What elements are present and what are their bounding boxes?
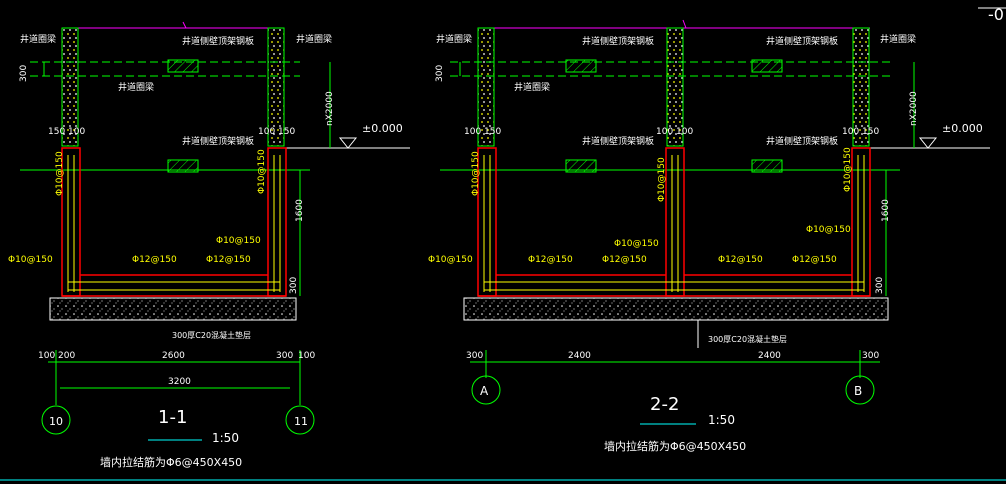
section-note-2-2: 墙内拉结筋为Φ6@450X450 [604, 439, 746, 453]
dim-300-bottom-2: 300 [875, 277, 885, 294]
axis-bubble-11 [285, 405, 315, 435]
bottom-dim-2-4: 300 [862, 351, 879, 361]
rebar-floor-2c: Φ12@150 [718, 255, 763, 265]
dim-300-bottom: 300 [289, 277, 299, 294]
section-1-1: 井道圈梁 井道圈梁 井道侧壁顶架钢板 井道圈梁 井道侧壁顶架钢板 300 nX2… [8, 21, 410, 469]
upper-wall-right-2 [852, 27, 870, 147]
rebar-right-low-2: Φ10@150 [806, 225, 851, 235]
concrete-cushion [49, 297, 297, 321]
section-scale-2-2: 1:50 [708, 413, 735, 427]
label-mid-2: 井道圈梁 [514, 81, 550, 93]
bottom-dim-1: 100 [38, 351, 55, 361]
label-top-left-2: 井道圈梁 [436, 33, 472, 45]
elevation-label-2: ±0.000 [942, 122, 983, 135]
rebar-floor-1: Φ12@150 [132, 255, 177, 265]
label-top-left: 井道圈梁 [20, 33, 56, 45]
corner-mark: -0 [988, 5, 1004, 24]
dim-nx2000: nX2000 [325, 91, 335, 126]
dim-100-150-2b: 100 150 [842, 127, 879, 137]
upper-wall-left-2 [477, 27, 495, 147]
rebar-right-low: Φ10@150 [216, 236, 261, 246]
dim-1600-2: 1600 [881, 199, 891, 222]
label-mid: 井道圈梁 [118, 81, 154, 93]
label-top-right-2: 井道圈梁 [880, 33, 916, 45]
upper-wall-mid-2 [666, 27, 684, 147]
axis-bubble-B [845, 375, 875, 405]
bottom-dim-2-3: 2400 [758, 351, 781, 361]
rebar-right-vert: Φ10@150 [257, 149, 267, 194]
dim-300-top-2: 300 [435, 65, 445, 82]
bottom-dim-4: 300 [276, 351, 293, 361]
label-beam-mid-2a: 井道侧壁顶架钢板 [582, 135, 654, 147]
rebar-floor-2b: Φ12@150 [602, 255, 647, 265]
bottom-dim-2-1: 300 [466, 351, 483, 361]
cushion-label-2: 300厚C20混凝土垫层 [708, 334, 787, 344]
bottom-dim-3: 2600 [162, 351, 185, 361]
axis-bubble-10 [41, 405, 71, 435]
bottom-dim-2: 200 [58, 351, 75, 361]
label-beam-mid-2b: 井道侧壁顶架钢板 [766, 135, 838, 147]
rebar-floor-2: Φ12@150 [206, 255, 251, 265]
upper-wall-right [267, 27, 285, 147]
label-beam-mid: 井道侧壁顶架钢板 [182, 135, 254, 147]
elevation-label: ±0.000 [362, 122, 403, 135]
cushion-label: 300厚C20混凝土垫层 [172, 330, 251, 340]
axis-label-11: 11 [294, 415, 308, 428]
rebar-mid-vert-2: Φ10@150 [657, 157, 667, 202]
beam-plate-mid [167, 159, 199, 173]
dim-1600: 1600 [295, 199, 305, 222]
rebar-left-vert-2: Φ10@150 [471, 151, 481, 196]
axis-label-A: A [480, 384, 489, 398]
bottom-dim-5: 100 [298, 351, 315, 361]
label-beam-top: 井道侧壁顶架钢板 [182, 35, 254, 47]
label-beam-top-2b: 井道侧壁顶架钢板 [766, 35, 838, 47]
rebar-left-low: Φ10@150 [8, 255, 53, 265]
section-title-2-2: 2-2 [650, 394, 679, 415]
section-note-1-1: 墙内拉结筋为Φ6@450X450 [100, 455, 242, 469]
bottom-dim-2-2: 2400 [568, 351, 591, 361]
dim-100-100-2: 100 100 [656, 127, 693, 137]
dim-100-150-2a: 100 150 [464, 127, 501, 137]
rebar-mid-low-2: Φ10@150 [614, 239, 659, 249]
label-beam-top-2a: 井道侧壁顶架钢板 [582, 35, 654, 47]
beam-plate-top [167, 59, 199, 73]
label-top-right: 井道圈梁 [296, 33, 332, 45]
rebar-right-vert-2: Φ10@150 [843, 147, 853, 192]
rebar-left-low-2: Φ10@150 [428, 255, 473, 265]
rebar-floor-2a: Φ12@150 [528, 255, 573, 265]
total-dim: 3200 [168, 377, 191, 387]
dim-150-100: 150 100 [48, 127, 85, 137]
dim-300-top: 300 [19, 65, 29, 82]
upper-wall-left [61, 27, 79, 147]
rebar-left-vert: Φ10@150 [55, 151, 65, 196]
section-scale-1-1: 1:50 [212, 431, 239, 445]
rebar-floor-2d: Φ12@150 [792, 255, 837, 265]
section-title-1-1: 1-1 [158, 407, 187, 428]
dim-100-150: 100 150 [258, 127, 295, 137]
axis-label-10: 10 [49, 415, 63, 428]
axis-label-B: B [854, 384, 862, 398]
axis-bubble-A [471, 375, 501, 405]
section-2-2: 井道圈梁 井道圈梁 井道侧壁顶架钢板 井道侧壁顶架钢板 井道圈梁 井道侧壁顶架钢… [428, 19, 990, 453]
dim-nx2000-2: nX2000 [909, 91, 919, 126]
